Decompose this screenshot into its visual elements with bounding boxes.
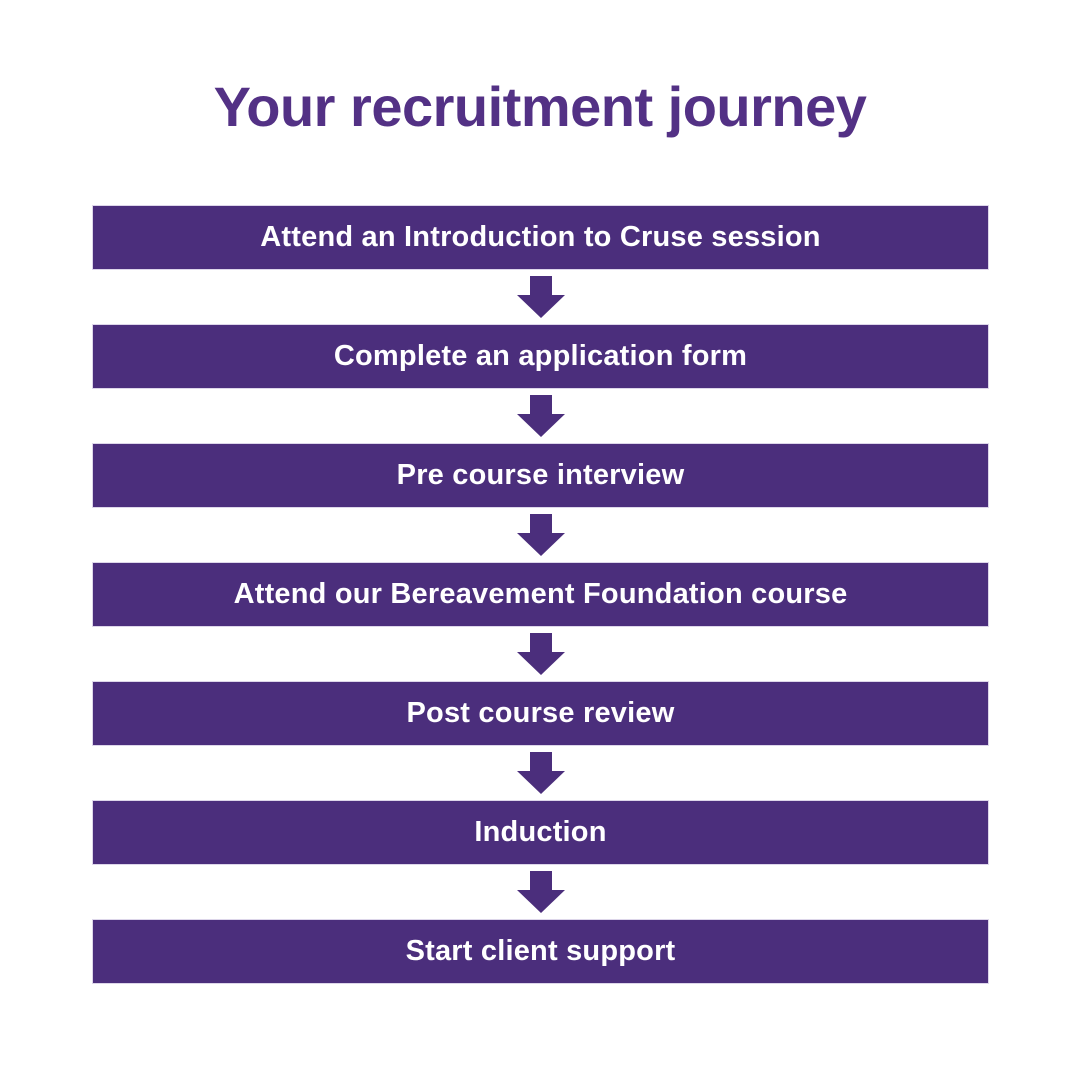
down-arrow-icon (516, 871, 565, 913)
flow-step-label: Attend our Bereavement Foundation course (233, 578, 848, 610)
flow-step-label: Start client support (405, 935, 676, 967)
flow-connector (93, 626, 988, 682)
flow-connector (93, 269, 988, 325)
flow-connector (93, 388, 988, 444)
page-title: Your recruitment journey (213, 75, 867, 138)
flow-step-label: Post course review (406, 697, 675, 729)
flow-connector (93, 745, 988, 801)
flow-step-label: Attend an Introduction to Cruse session (260, 221, 821, 253)
down-arrow-icon (516, 395, 565, 437)
flow-step: Post course review (93, 682, 988, 745)
flow-step: Induction (93, 801, 988, 864)
flow-connector (93, 864, 988, 920)
flow-step: Start client support (93, 920, 988, 983)
flow-step-label: Complete an application form (333, 340, 748, 372)
flow-step: Attend our Bereavement Foundation course (93, 563, 988, 626)
flow-step: Complete an application form (93, 325, 988, 388)
flow-step-label: Pre course interview (396, 459, 685, 491)
flow-step: Pre course interview (93, 444, 988, 507)
down-arrow-icon (516, 276, 565, 318)
down-arrow-icon (516, 514, 565, 556)
flow-connector (93, 507, 988, 563)
down-arrow-icon (516, 633, 565, 675)
flow-step: Attend an Introduction to Cruse session (93, 206, 988, 269)
down-arrow-icon (516, 752, 565, 794)
flow-step-label: Induction (474, 816, 607, 848)
